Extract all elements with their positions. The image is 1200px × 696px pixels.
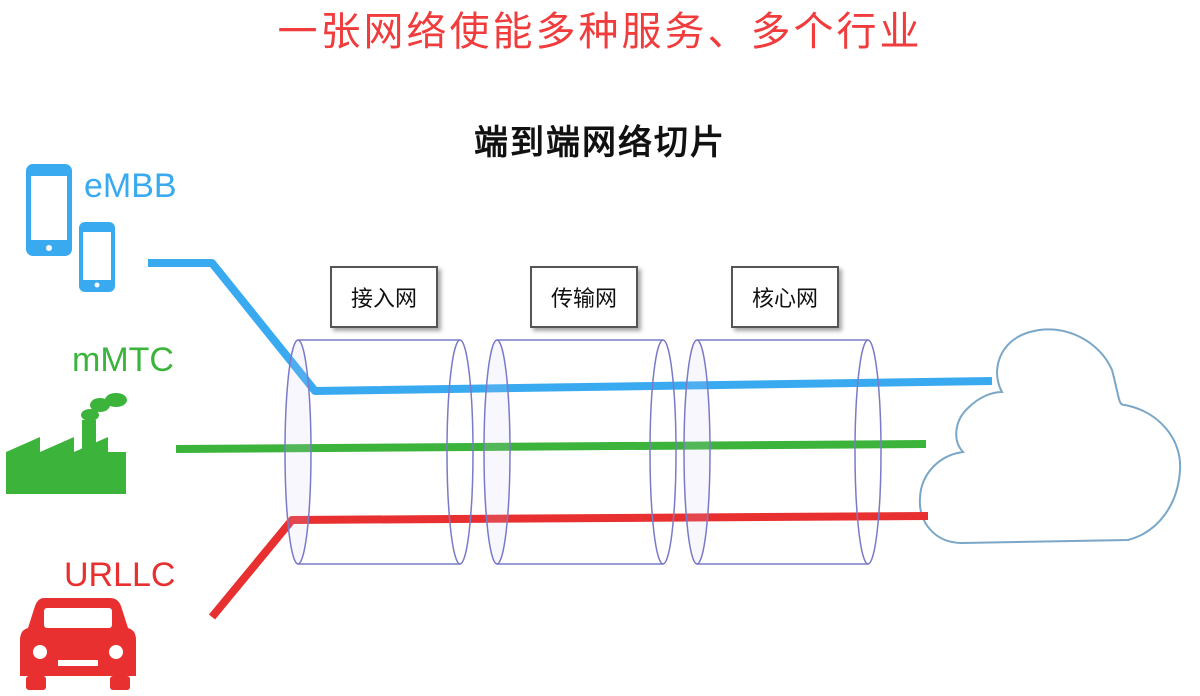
car-icon xyxy=(20,598,136,690)
mmtc-slice-line xyxy=(175,440,927,453)
segment-transport-network: 传输网 xyxy=(530,266,638,328)
slice-label-urllc: URLLC xyxy=(64,556,176,594)
segment-core-network: 核心网 xyxy=(731,266,839,328)
headline: 一张网络使能多种服务、多个行业 xyxy=(277,9,923,55)
urllc-slice-line xyxy=(208,512,929,620)
segment-access-network: 接入网 xyxy=(330,266,438,328)
smartphones-icon xyxy=(26,164,115,292)
core-network-tube xyxy=(683,339,882,565)
diagram-title: 端到端网络切片 xyxy=(474,123,726,163)
access-network-tube xyxy=(284,339,474,565)
factory-icon xyxy=(6,393,127,494)
slice-label-embb: eMBB xyxy=(84,167,177,205)
slice-label-mmtc: mMTC xyxy=(72,341,174,379)
cloud-icon xyxy=(918,328,1182,545)
transport-network-tube xyxy=(483,339,677,565)
embb-slice-line xyxy=(148,259,993,395)
